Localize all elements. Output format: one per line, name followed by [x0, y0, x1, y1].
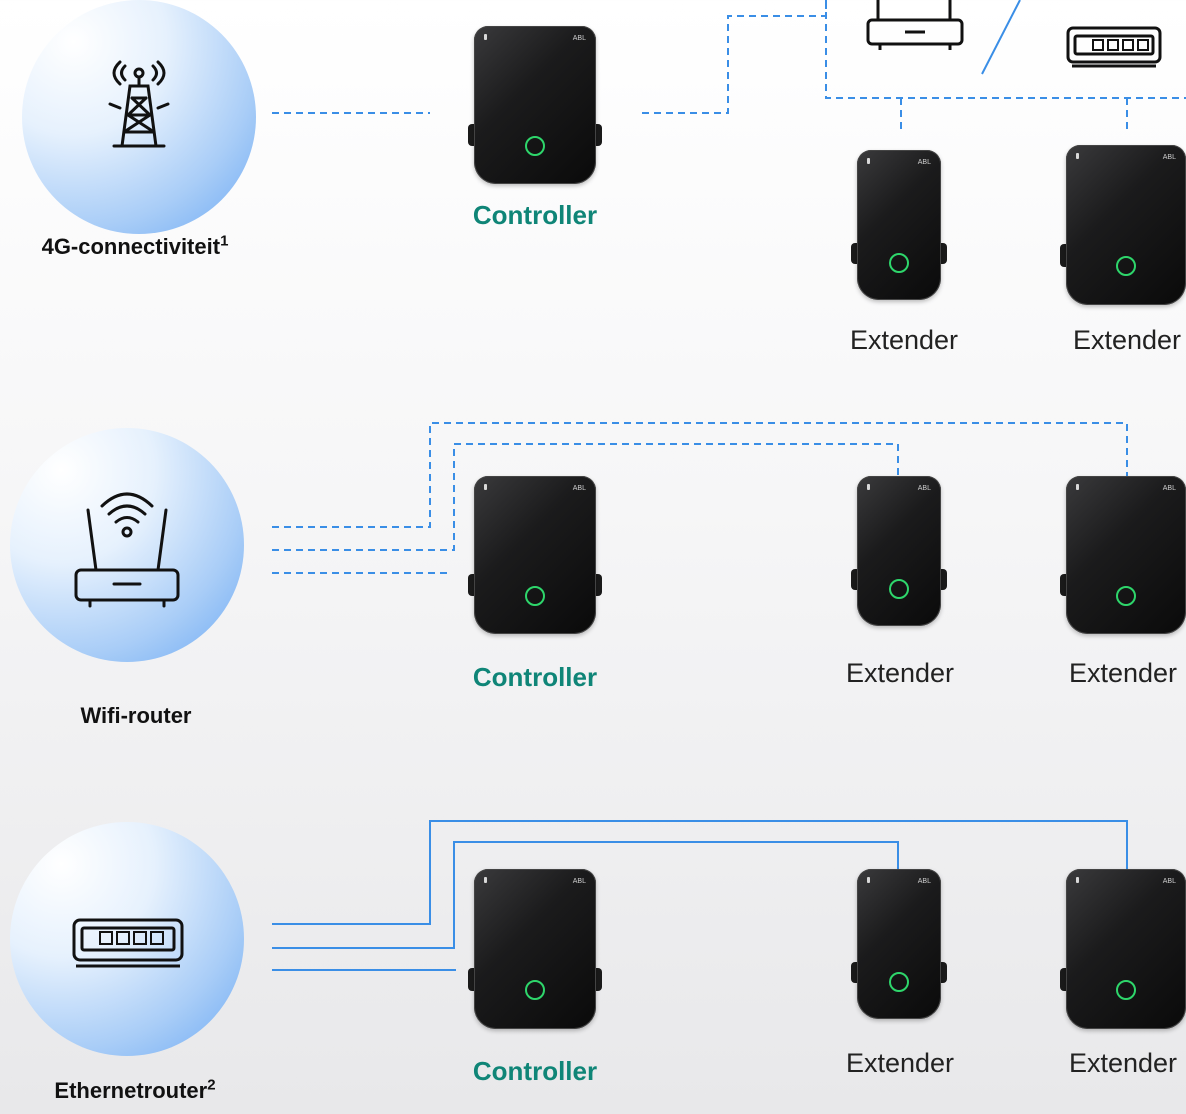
extender-charger-3b: ABL [1060, 869, 1186, 1029]
led-ring [1116, 256, 1136, 277]
extender-label-2a: Extender [845, 658, 955, 688]
led-ring [889, 253, 909, 273]
ethernet-switch-icon [72, 918, 184, 968]
source-circle-ethernet [10, 822, 244, 1056]
controller-label-2: Controller [472, 662, 598, 692]
led-ring [525, 585, 545, 606]
row1-dashed-links [272, 0, 1186, 130]
extender-label-2b: Extender [1068, 658, 1178, 688]
controller-label-1: Controller [472, 200, 598, 230]
extender-charger-1a: ABL [851, 150, 947, 300]
controller-label-3: Controller [472, 1056, 598, 1086]
extender-charger-2b: ABL [1060, 476, 1186, 634]
source-label-wifi: Wifi-router [80, 703, 192, 728]
led-ring [1116, 585, 1136, 606]
led-ring [889, 579, 909, 599]
controller-charger-2: ABL [468, 476, 602, 634]
extender-label-3a: Extender [845, 1048, 955, 1078]
row1-diagonal-link [981, 0, 1021, 75]
controller-charger-3: ABL [468, 869, 602, 1029]
wifi-router-icon [74, 492, 180, 608]
source-label-4g: 4G-connectiviteit1 [41, 232, 229, 259]
switch-icon [1066, 26, 1162, 68]
cell-tower-icon [108, 60, 170, 148]
extender-label-1b: Extender [1072, 325, 1182, 355]
controller-charger-1: ABL [468, 26, 602, 184]
source-label-ethernet: Ethernetrouter2 [54, 1076, 216, 1103]
led-ring [525, 135, 545, 156]
extender-label-3b: Extender [1068, 1048, 1178, 1078]
extender-charger-3a: ABL [851, 869, 947, 1019]
extender-charger-2a: ABL [851, 476, 947, 626]
source-circle-4g [22, 0, 256, 234]
row3-solid-links [272, 820, 1128, 971]
led-ring [1116, 980, 1136, 1001]
extender-charger-1b: ABL [1060, 145, 1186, 305]
led-ring [525, 980, 545, 1001]
led-ring [889, 972, 909, 992]
extender-label-1a: Extender [849, 325, 959, 355]
row2-dashed-links [272, 422, 1128, 574]
router-icon [866, 0, 964, 50]
source-circle-wifi [10, 428, 244, 662]
